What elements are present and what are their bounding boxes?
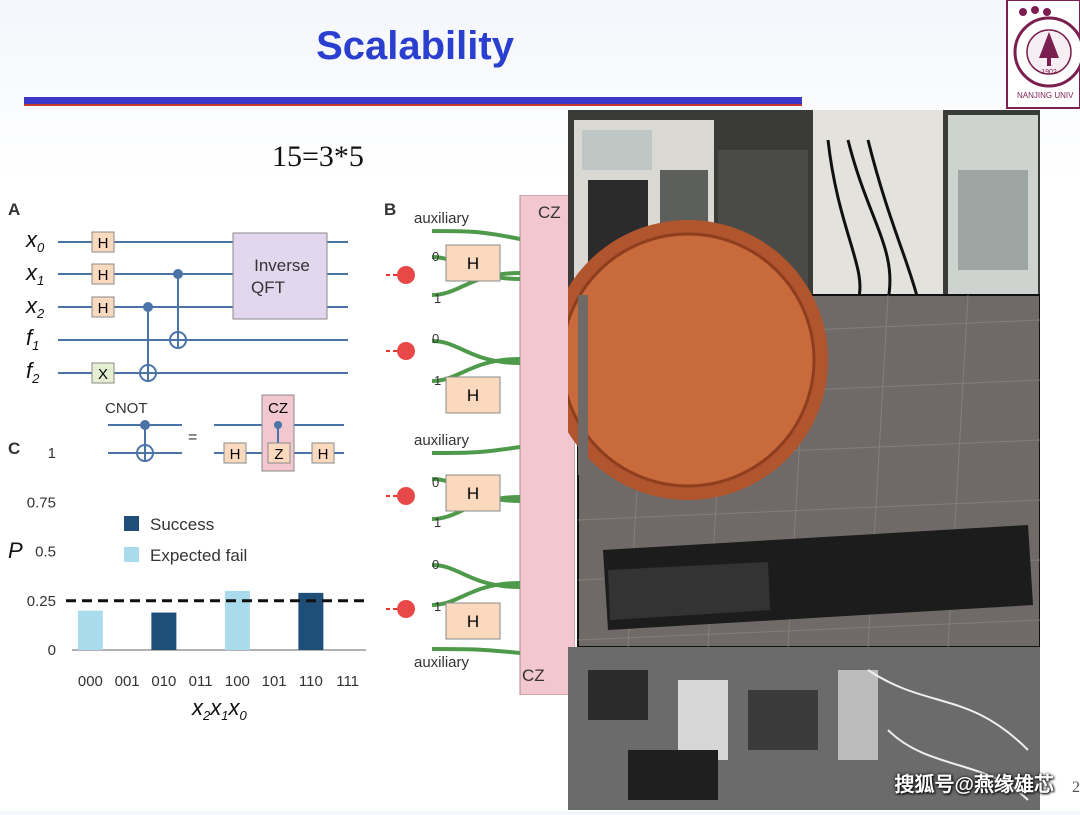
svg-text:1902: 1902: [1041, 69, 1057, 76]
bar-success-010: [151, 612, 177, 650]
svg-text:QFT: QFT: [251, 278, 285, 297]
probability-chart: C 0 0.25 0.5 0.75 1 000 001 010 011 100 101 110 111…: [8, 439, 368, 723]
x-tick-label: 010: [151, 673, 176, 690]
lab-photos: [548, 110, 1041, 810]
x-axis-label: x2x1x0: [191, 695, 247, 723]
qubit-label-x1: x1: [25, 260, 44, 288]
legend-label-success: Success: [150, 515, 214, 534]
x-tick-label: 001: [115, 673, 140, 690]
photon-sources: [386, 266, 415, 618]
svg-text:CZ: CZ: [522, 666, 545, 685]
svg-text:H: H: [98, 235, 109, 252]
panel-b-label: B: [384, 200, 396, 219]
y-tick-label: 0.25: [27, 593, 56, 610]
title-divider: [24, 97, 802, 106]
svg-text:1: 1: [434, 291, 441, 306]
svg-text:NANJING UNIV: NANJING UNIV: [1017, 91, 1074, 100]
x-tick-label: 000: [78, 673, 103, 690]
svg-text:H: H: [230, 446, 241, 463]
legend-swatch-success: [124, 516, 139, 531]
hadamard-gates: H H H: [91, 231, 115, 318]
y-tick-label: 0: [48, 642, 56, 659]
university-logo: 1902 NANJING UNIV: [1006, 0, 1080, 109]
svg-text:auxiliary: auxiliary: [414, 654, 470, 671]
bar-success-110: [298, 592, 324, 650]
qubit-label-f2: f2: [26, 358, 40, 386]
svg-text:CZ: CZ: [268, 400, 288, 417]
y-tick-label: 0.75: [27, 494, 56, 511]
svg-text:auxiliary: auxiliary: [414, 432, 470, 449]
inverse-qft-block: [232, 232, 328, 320]
x-tick-label: 111: [336, 673, 359, 690]
cnot-gates: [139, 269, 187, 382]
svg-text:auxiliary: auxiliary: [414, 210, 470, 227]
page-number: 2: [1072, 779, 1080, 796]
legend-label-expected-fail: Expected fail: [150, 546, 247, 565]
y-tick-label: 1: [48, 445, 56, 462]
svg-text:H: H: [467, 386, 479, 405]
svg-text:Inverse: Inverse: [254, 256, 310, 275]
photo-optical-table: [568, 647, 1040, 810]
photonic-chip-schematic: B CZ CZ auxiliary auxiliary auxiliary H …: [384, 195, 575, 695]
bar-expected-fail-000: [77, 610, 103, 650]
svg-text:1: 1: [434, 599, 441, 614]
quantum-circuit: A x0 x1 x2 f1 f2 H H H X Inverse QFT CN: [8, 200, 348, 472]
factorization-equation: 15=3*5: [272, 140, 364, 173]
svg-text:=: =: [188, 429, 197, 446]
svg-text:0: 0: [432, 475, 439, 490]
svg-text:1: 1: [434, 515, 441, 530]
qubit-label-x2: x2: [25, 293, 45, 321]
watermark: 搜狐号@燕缘雄芯: [894, 774, 1054, 796]
x-tick-label: 110: [299, 673, 323, 690]
cz-column: [519, 195, 575, 695]
svg-text:0: 0: [432, 249, 439, 264]
svg-text:H: H: [98, 267, 109, 284]
svg-text:H: H: [318, 446, 329, 463]
x-tick-label: 011: [189, 673, 213, 690]
qubit-label-x0: x0: [25, 227, 45, 255]
svg-text:0: 0: [432, 557, 439, 572]
panel-c-label: C: [8, 439, 20, 458]
hadamard-blocks: H H H H: [445, 244, 501, 640]
photo-chip-coin: [548, 220, 1041, 648]
legend: Success Expected fail: [124, 515, 247, 565]
x-gate: [91, 362, 115, 384]
panel-a-label: A: [8, 200, 20, 219]
y-tick-label: 0.5: [35, 544, 56, 561]
svg-text:H: H: [467, 612, 479, 631]
x-tick-label: 100: [225, 673, 250, 690]
svg-text:0: 0: [432, 331, 439, 346]
qubit-label-f1: f1: [26, 325, 39, 353]
svg-text:CZ: CZ: [538, 203, 561, 222]
legend-swatch-expected-fail: [124, 547, 139, 562]
y-axis-label: P: [8, 538, 23, 563]
svg-text:H: H: [467, 254, 479, 273]
svg-text:H: H: [467, 484, 479, 503]
cnot-label: CNOT: [105, 400, 148, 417]
slide-title: Scalability: [316, 24, 514, 68]
svg-text:H: H: [98, 300, 109, 317]
x-tick-label: 101: [262, 673, 287, 690]
svg-text:X: X: [98, 366, 108, 383]
svg-text:Z: Z: [274, 446, 283, 463]
svg-text:1: 1: [434, 373, 441, 388]
